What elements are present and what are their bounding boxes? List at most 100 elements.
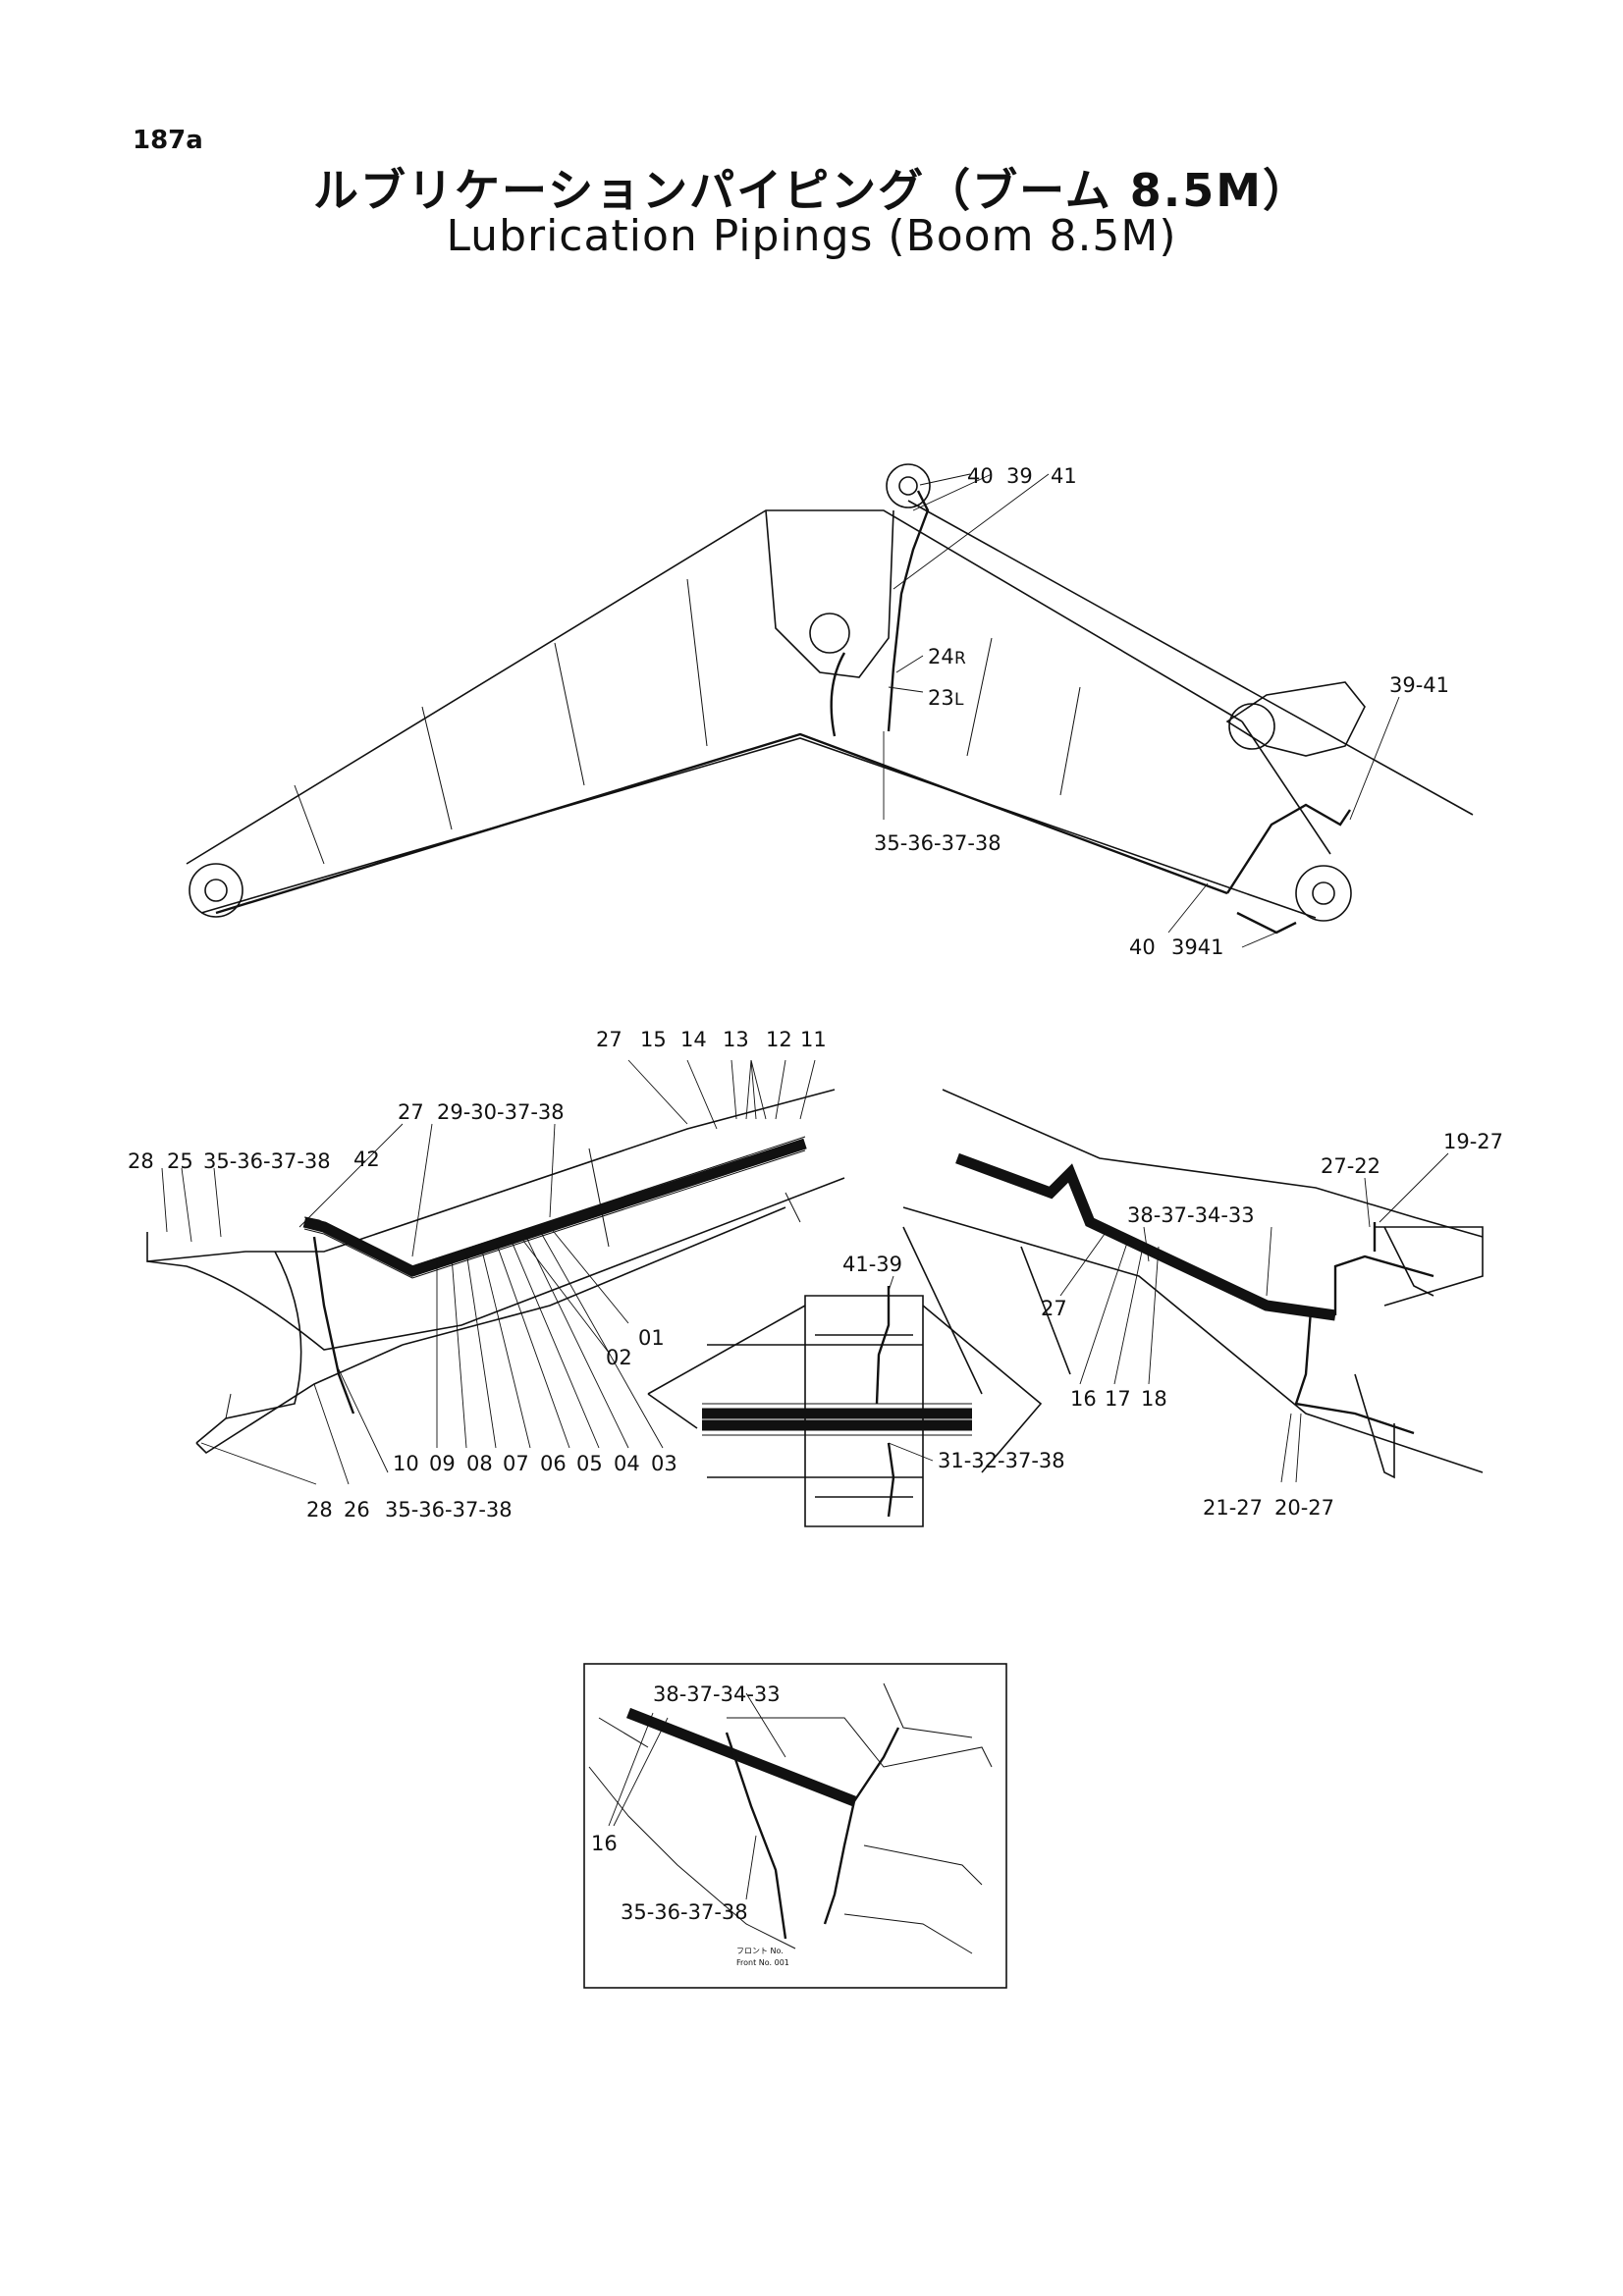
pipe-bundle-edge xyxy=(303,1149,806,1279)
part-label: 16 xyxy=(591,1832,618,1855)
part-label: 3941 xyxy=(1171,935,1223,959)
tip-bracket-line xyxy=(1383,1226,1434,1297)
pipe-vertical xyxy=(312,1236,355,1415)
part-label: 41-39 xyxy=(842,1253,902,1276)
pipe-bundle-edge xyxy=(303,1136,806,1267)
part-label: 14 xyxy=(680,1028,707,1051)
part-label: 04 xyxy=(614,1452,640,1475)
part-label: 09 xyxy=(429,1452,456,1475)
leader xyxy=(1241,932,1277,948)
break-line xyxy=(922,1305,1043,1473)
tip-bracket-upper xyxy=(1375,1226,1484,1307)
leader xyxy=(524,1234,629,1449)
part-label: 39 xyxy=(1006,464,1033,488)
leader xyxy=(1143,1226,1150,1262)
part-label: 27 xyxy=(596,1028,622,1051)
part-label: 19-27 xyxy=(1443,1130,1503,1153)
part-label: 25 xyxy=(167,1149,193,1173)
tip-outline-bottom xyxy=(902,1206,1484,1473)
tip-pin-outer xyxy=(1295,865,1352,922)
pipe-to-lower-pin xyxy=(1294,1309,1415,1435)
leader xyxy=(298,1123,404,1228)
lube-pipe-tip xyxy=(1225,803,1351,894)
foot-outline-mid xyxy=(146,1177,845,1351)
bracket-pin-inner xyxy=(898,476,918,496)
web-line xyxy=(784,1192,801,1223)
inset-outline xyxy=(863,1844,983,1886)
foot-pin-outer xyxy=(189,863,243,918)
lube-pipe-branch xyxy=(830,652,846,737)
front-no-inset: 38-37-34-33 16 35-36-37-38 フロント No. Fron… xyxy=(583,1663,1007,1989)
part-label: 28 xyxy=(128,1149,154,1173)
leader xyxy=(1059,1226,1110,1297)
pipe-branch-up xyxy=(875,1286,891,1405)
title-japanese: ルブリケーションパイピング（ブーム 8.5M） xyxy=(313,164,1310,217)
part-label: 40 xyxy=(967,464,994,488)
inset-bracket xyxy=(843,1913,973,1954)
boom-foot-bracket xyxy=(765,509,894,678)
leader xyxy=(1280,1413,1292,1483)
part-label: 03 xyxy=(651,1452,677,1475)
inset-outline xyxy=(598,1717,649,1748)
web-line xyxy=(294,784,325,865)
leader xyxy=(181,1167,192,1243)
part-label: 17 xyxy=(1105,1387,1131,1411)
leader xyxy=(519,1236,610,1354)
part-label: 39-41 xyxy=(1389,673,1449,697)
part-label: 38-37-34-33 xyxy=(653,1682,781,1706)
part-label: 16 xyxy=(1070,1387,1097,1411)
leader xyxy=(750,1059,757,1120)
leader xyxy=(465,1251,497,1449)
leader xyxy=(1079,1236,1130,1385)
leader xyxy=(895,655,924,673)
inset-outline xyxy=(588,1766,796,1949)
part-label: 08 xyxy=(466,1452,493,1475)
part-label: 15 xyxy=(640,1028,667,1051)
leader xyxy=(888,1442,934,1462)
part-label: 35-36-37-38 xyxy=(203,1149,331,1173)
part-label: 27-22 xyxy=(1321,1154,1380,1178)
part-label: 35-36-37-38 xyxy=(874,831,1001,855)
inset-pipe xyxy=(853,1727,900,1802)
page-number: 187a xyxy=(133,126,203,155)
part-label: 26 xyxy=(344,1498,370,1522)
part-label: 29-30-37-38 xyxy=(437,1100,565,1124)
pipe-stub xyxy=(225,1393,232,1419)
boom-middle-detail-view: 41-39 31-32-37-38 xyxy=(647,1253,1065,1527)
leader xyxy=(539,1230,664,1449)
part-label: 11 xyxy=(800,1028,827,1051)
web-line xyxy=(966,637,993,757)
leader xyxy=(1113,1241,1145,1385)
part-label: 06 xyxy=(540,1452,567,1475)
leader xyxy=(1167,882,1209,934)
boom-foot-detail-view: 27 15 14 13 12 11 27 29-30-37-38 28 25 3… xyxy=(128,1028,845,1522)
leader xyxy=(888,686,924,693)
leader xyxy=(799,1059,816,1120)
part-label: 05 xyxy=(576,1452,603,1475)
leader xyxy=(338,1368,389,1473)
leader xyxy=(613,1717,669,1827)
lube-pipe-tip-lower xyxy=(1236,911,1297,934)
leader xyxy=(161,1167,168,1233)
part-label: 23 xyxy=(928,686,954,710)
inset-outline xyxy=(727,1717,993,1768)
leader xyxy=(1379,1152,1449,1223)
inset-pipe-bundle xyxy=(625,1707,857,1807)
part-label: 20-27 xyxy=(1274,1496,1334,1520)
lube-pipe-riser xyxy=(887,490,930,732)
boom-tip-detail-view: 19-27 27-22 38-37-34-33 27 16 17 18 21-2… xyxy=(902,1089,1503,1520)
leader xyxy=(608,1712,654,1827)
leader xyxy=(213,1167,222,1238)
foot-outline-top xyxy=(146,1089,836,1262)
leader xyxy=(627,1059,688,1125)
leader xyxy=(200,1442,317,1485)
leader xyxy=(549,1123,556,1218)
part-label: 01 xyxy=(638,1326,665,1350)
part-label: 07 xyxy=(503,1452,529,1475)
pipe-bundle-tip xyxy=(955,1152,1336,1321)
leader xyxy=(750,1059,767,1120)
part-label: 12 xyxy=(766,1028,792,1051)
bracket-pin-outer xyxy=(886,463,931,508)
part-label: 02 xyxy=(606,1346,632,1369)
part-label: 38-37-34-33 xyxy=(1127,1203,1255,1227)
